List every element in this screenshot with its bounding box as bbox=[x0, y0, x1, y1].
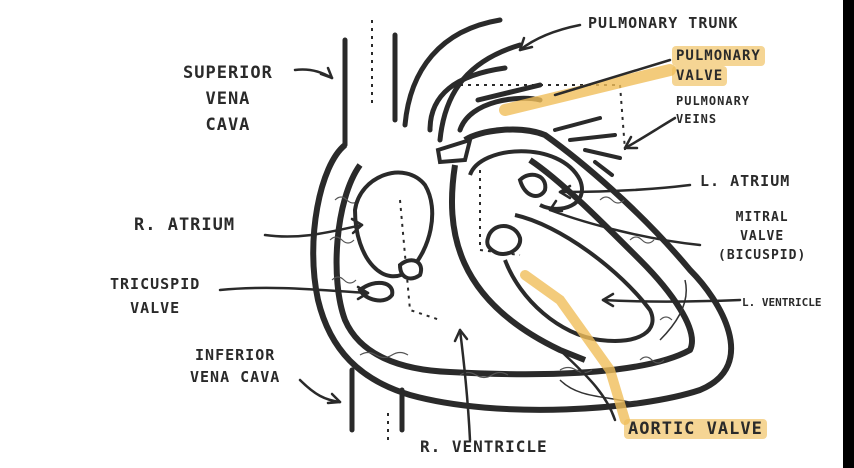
semilunar-valve bbox=[435, 137, 473, 165]
pulmonary-veins bbox=[553, 116, 622, 177]
label-left-atrium: L. ATRIUM bbox=[700, 172, 791, 190]
left-ventricle-chamber bbox=[503, 213, 655, 343]
label-mitral-line3: (BICUSPID) bbox=[718, 248, 807, 263]
mitral-valve bbox=[485, 224, 523, 257]
highlight-strokes bbox=[499, 64, 676, 425]
label-pulmonary-veins-line2: VEINS bbox=[676, 112, 718, 126]
label-pulmonary-veins-line1: PULMONARY bbox=[676, 94, 751, 108]
tricuspid-valve bbox=[357, 258, 424, 303]
label-pulmonary-valve-line1: PULMONARY bbox=[672, 46, 765, 66]
label-ivc-line2: VENA CAVA bbox=[190, 368, 281, 386]
label-pulmonary-valve-line2: VALVE bbox=[672, 66, 728, 86]
label-svc-line2: VENA bbox=[205, 89, 251, 109]
label-svc-line1: SUPERIOR bbox=[183, 63, 273, 83]
label-pulmonary-trunk: PULMONARY TRUNK bbox=[588, 14, 739, 32]
label-tricuspid-line2: VALVE bbox=[130, 299, 181, 317]
label-mitral-line1: MITRAL bbox=[735, 210, 789, 225]
right-atrium-chamber bbox=[352, 170, 435, 279]
vena-cava-vessel bbox=[342, 32, 405, 433]
label-tricuspid-valve: TRICUSPID VALVE bbox=[110, 272, 200, 320]
label-pulmonary-veins: PULMONARY VEINS bbox=[676, 92, 750, 128]
myocardium-texture bbox=[329, 196, 673, 379]
label-ivc-line1: INFERIOR bbox=[195, 346, 276, 364]
label-mitral-line2: VALVE bbox=[740, 229, 785, 244]
label-arrows bbox=[218, 23, 742, 442]
left-atrium-chamber bbox=[468, 149, 584, 211]
label-svc-line3: CAVA bbox=[205, 115, 251, 135]
great-vessels bbox=[402, 17, 543, 143]
interventricular-septum bbox=[448, 164, 587, 363]
coronary-vessels bbox=[559, 279, 687, 406]
label-mitral-valve: MITRAL VALVE (BICUSPID) bbox=[718, 208, 806, 265]
label-aortic-valve: AORTIC VALVE bbox=[624, 416, 767, 442]
label-pulmonary-valve: PULMONARY VALVE bbox=[672, 46, 765, 86]
label-tricuspid-line1: TRICUSPID bbox=[110, 275, 201, 293]
label-right-atrium: R. ATRIUM bbox=[134, 215, 236, 235]
label-aortic-valve-text: AORTIC VALVE bbox=[624, 419, 767, 439]
label-right-ventricle: R. VENTRICLE bbox=[420, 437, 548, 456]
label-left-ventricle: L. VENTRICLE bbox=[742, 296, 822, 309]
label-inferior-vena-cava: INFERIOR VENA CAVA bbox=[190, 344, 280, 388]
label-superior-vena-cava: SUPERIOR VENA CAVA bbox=[183, 60, 273, 138]
